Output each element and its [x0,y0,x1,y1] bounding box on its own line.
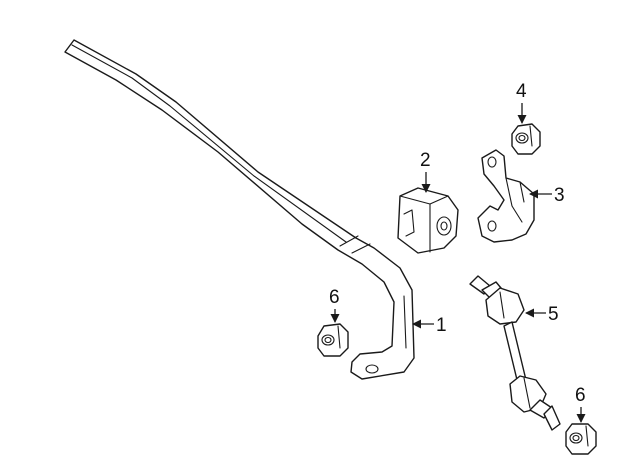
callout-number: 1 [436,315,447,336]
callout-4: 4 [516,81,527,124]
stabilizer-link [469,275,561,431]
callout-number: 6 [329,287,340,308]
nut-right [565,423,597,455]
bracket [477,149,535,243]
bushing [397,187,459,254]
callout-number: 5 [548,304,559,325]
callout-number: 4 [516,81,527,102]
nut-left [317,323,349,357]
callout-5: 5 [525,304,559,325]
callout-6-right: 6 [575,385,586,423]
callout-number: 3 [554,185,565,206]
stabilizer-bar [64,39,415,380]
callout-3: 3 [529,185,565,206]
callout-1: 1 [412,315,447,336]
callout-2: 2 [420,150,431,193]
nut-top [511,123,541,155]
callout-number: 2 [420,150,431,171]
callout-number: 6 [575,385,586,406]
callout-6-left: 6 [329,287,340,323]
